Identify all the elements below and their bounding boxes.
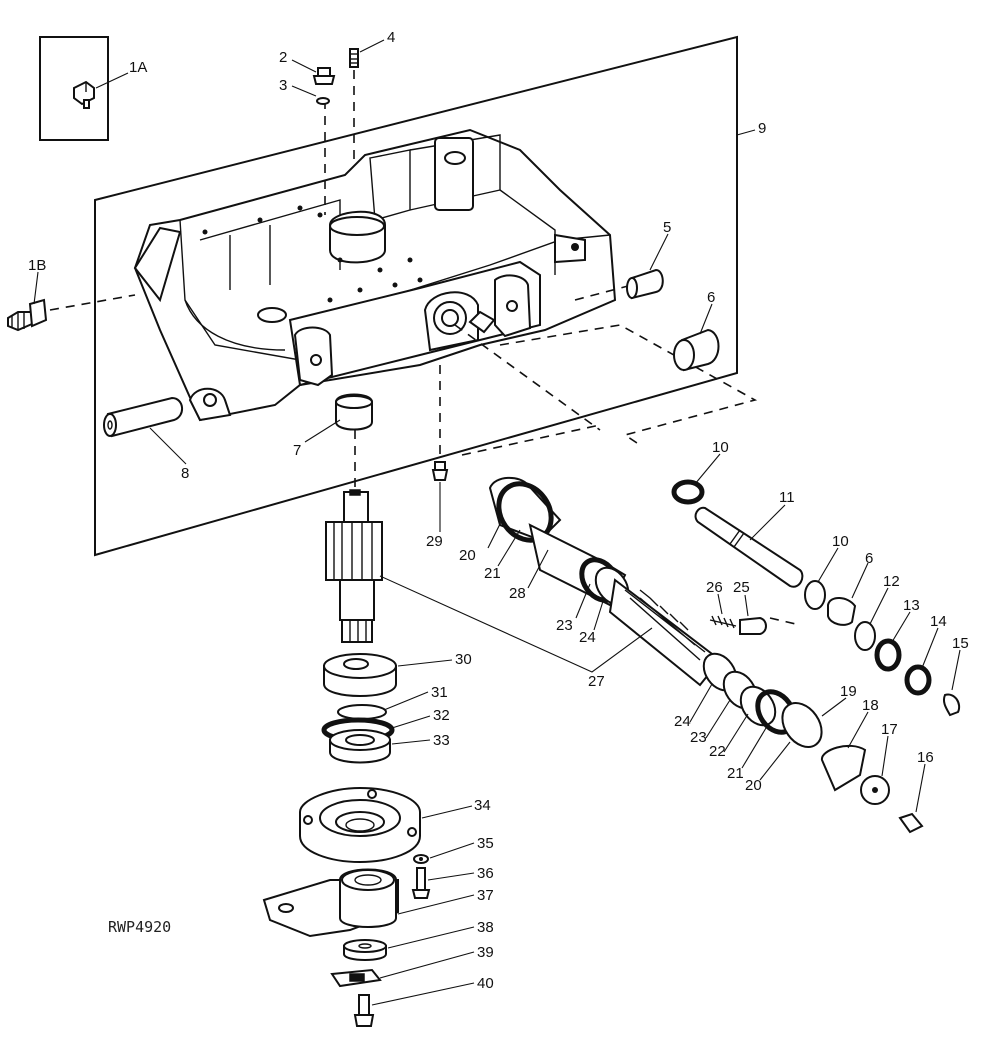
label-15: 15 (952, 635, 969, 652)
plug-29 (431, 461, 449, 481)
washer-bolt-35-36 (411, 854, 431, 899)
label-36: 36 (477, 865, 494, 882)
label-12: 12 (883, 573, 900, 590)
label-14: 14 (930, 613, 947, 630)
label-1b: 1B (28, 257, 46, 274)
label-10-lower: 10 (832, 533, 849, 550)
label-40: 40 (477, 975, 494, 992)
label-21-upper: 21 (484, 565, 501, 582)
label-3: 3 (279, 77, 287, 94)
label-30: 30 (455, 651, 472, 668)
reference-code: RWP4920 (108, 918, 171, 936)
piston-rack-assembly (488, 476, 924, 834)
label-27: 27 (588, 673, 605, 690)
label-39: 39 (477, 944, 494, 961)
bushings-right (626, 268, 720, 372)
assembly-lines (49, 70, 801, 626)
label-31: 31 (431, 684, 448, 701)
label-35: 35 (477, 835, 494, 852)
pin-8 (103, 396, 183, 438)
label-6-upper: 6 (707, 289, 715, 306)
label-23-lower: 23 (690, 729, 707, 746)
label-34: 34 (474, 797, 491, 814)
label-38: 38 (477, 919, 494, 936)
label-13: 13 (903, 597, 920, 614)
label-8: 8 (181, 465, 189, 482)
label-1a: 1A (129, 59, 147, 76)
label-20-lower: 20 (745, 777, 762, 794)
label-23-upper: 23 (556, 617, 573, 634)
leader-lines (33, 39, 961, 1006)
label-4: 4 (387, 29, 395, 46)
label-28: 28 (509, 585, 526, 602)
callout-labels: 1A 1B 2 3 4 5 6 6 7 8 9 10 10 11 12 13 1… (28, 29, 969, 992)
cover-34 (299, 786, 421, 864)
label-2: 2 (279, 49, 287, 66)
label-21-lower: 21 (727, 765, 744, 782)
retainer-38-39-40 (330, 939, 387, 1027)
label-25: 25 (733, 579, 750, 596)
label-5: 5 (663, 219, 671, 236)
label-33: 33 (433, 732, 450, 749)
label-19: 19 (840, 683, 857, 700)
valve-spool-assembly (671, 479, 961, 717)
seal-stack (321, 704, 395, 764)
label-16: 16 (917, 749, 934, 766)
label-29: 29 (426, 533, 443, 550)
sector-shaft (325, 489, 383, 643)
pitman-arm-37 (262, 868, 399, 938)
label-32: 32 (433, 707, 450, 724)
label-7: 7 (293, 442, 301, 459)
steering-housing (133, 128, 617, 422)
fitting-1b (7, 298, 48, 332)
label-10-upper: 10 (712, 439, 729, 456)
background-plate (94, 35, 738, 557)
label-18: 18 (862, 697, 879, 714)
label-26: 26 (706, 579, 723, 596)
label-24-upper: 24 (579, 629, 596, 646)
top-fittings (312, 48, 359, 105)
label-6-lower: 6 (865, 550, 873, 567)
inset-box-1a (39, 36, 109, 141)
label-9: 9 (758, 120, 766, 137)
label-17: 17 (881, 721, 898, 738)
thrust-washer-30 (323, 653, 397, 697)
label-37: 37 (477, 887, 494, 904)
bushing-7 (335, 393, 373, 431)
label-22: 22 (709, 743, 726, 760)
label-11: 11 (779, 489, 795, 506)
label-20-upper: 20 (459, 547, 476, 564)
label-24-lower: 24 (674, 713, 691, 730)
